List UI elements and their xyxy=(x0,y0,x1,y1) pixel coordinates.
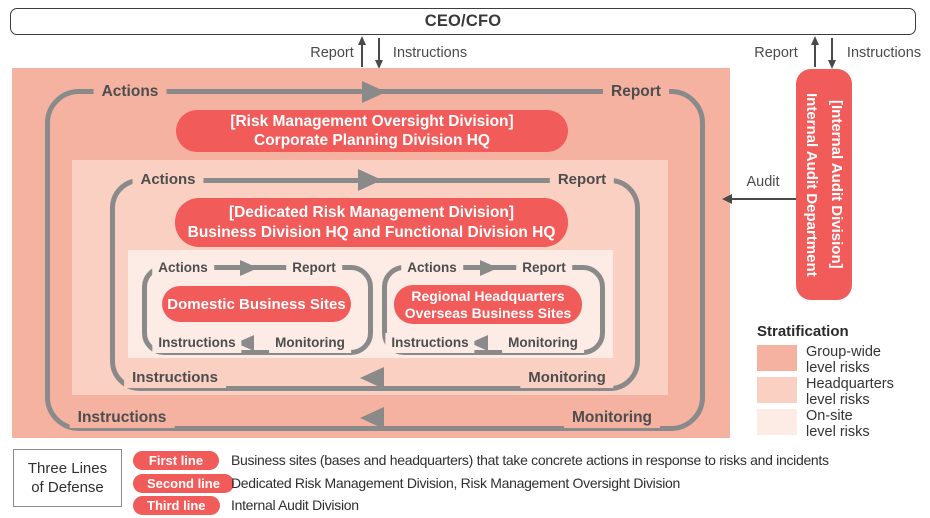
legend-title: Stratification xyxy=(757,323,849,340)
dedicated-line2: Business Division HQ and Functional Divi… xyxy=(187,223,556,241)
domestic-instructions-label: Instructions xyxy=(152,333,242,353)
second-line-badge: Second line xyxy=(133,474,234,493)
oversight-line2: Corporate Planning Division HQ xyxy=(254,132,490,149)
regional-actions-label: Actions xyxy=(401,258,463,278)
hq-monitoring-arrowhead-icon xyxy=(360,367,384,389)
domestic-business-sites-box: Domestic Business Sites xyxy=(162,286,351,322)
domestic-actions-label: Actions xyxy=(152,258,214,278)
legend-swatch-on-site xyxy=(757,409,797,435)
legend-hq-line1: Headquarters xyxy=(806,376,894,392)
audit-arrowhead-icon xyxy=(722,193,732,204)
regional-actions-arrowhead-icon xyxy=(480,260,498,276)
regional-line1: Regional Headquarters xyxy=(411,287,565,304)
instructions-down-arrow-line-right xyxy=(831,38,833,62)
group-report-label: Report xyxy=(603,82,669,102)
third-line-text: Internal Audit Division xyxy=(231,497,359,513)
report-label-right: Report xyxy=(754,45,798,61)
legend-swatch-headquarters xyxy=(757,377,797,403)
report-up-arrowhead-icon-right xyxy=(811,36,819,45)
domestic-report-label: Report xyxy=(286,258,342,278)
instructions-down-arrowhead-icon-right xyxy=(828,60,836,69)
legend-item-group-wide: Group-wide level risks xyxy=(757,344,881,376)
group-monitoring-label: Monitoring xyxy=(563,408,661,428)
group-actions-arrowhead-icon xyxy=(362,81,386,103)
three-lines-of-defense-box: Three Lines of Defense xyxy=(13,449,122,507)
group-monitoring-arrowhead-icon xyxy=(360,407,384,429)
dedicated-risk-division-box: [Dedicated Risk Management Division] Bus… xyxy=(175,198,568,247)
three-lines-title: Three Lines of Defense xyxy=(27,460,108,496)
internal-audit-line1: [Internal Audit Division] xyxy=(828,100,845,269)
audit-arrow-line xyxy=(731,198,796,200)
domestic-monitoring-label: Monitoring xyxy=(269,333,351,353)
legend-site-line2: level risks xyxy=(806,423,870,440)
legend-group-line2: level risks xyxy=(806,359,870,376)
regional-overseas-sites-box: Regional Headquarters Overseas Business … xyxy=(394,285,582,324)
instructions-down-arrow-line xyxy=(378,38,380,62)
regional-instructions-label: Instructions xyxy=(385,333,475,353)
legend-item-headquarters: Headquarters level risks xyxy=(757,376,894,408)
first-line-badge: First line xyxy=(133,451,219,470)
report-up-arrow-line-right xyxy=(814,40,816,67)
third-line-badge: Third line xyxy=(133,496,220,515)
hq-report-label: Report xyxy=(549,170,615,190)
regional-monitoring-label: Monitoring xyxy=(502,333,584,353)
instructions-down-arrowhead-icon xyxy=(375,60,383,69)
hq-instructions-label: Instructions xyxy=(124,368,226,388)
regional-report-label: Report xyxy=(516,258,572,278)
risk-oversight-division-box: [Risk Management Oversight Division] Cor… xyxy=(176,110,568,152)
first-line-text: Business sites (bases and headquarters) … xyxy=(231,452,829,468)
legend-hq-line2: level risks xyxy=(806,391,870,408)
report-label-left: Report xyxy=(310,45,354,61)
report-up-arrowhead-icon xyxy=(358,36,366,45)
legend-swatch-group-wide xyxy=(757,345,797,371)
instructions-label-left: Instructions xyxy=(392,45,468,61)
domestic-actions-arrowhead-icon xyxy=(240,260,258,276)
hq-actions-label: Actions xyxy=(132,170,204,190)
instructions-label-right: Instructions xyxy=(846,45,922,61)
hq-monitoring-label: Monitoring xyxy=(520,368,614,388)
legend-item-on-site: On-site level risks xyxy=(757,408,870,440)
group-instructions-label: Instructions xyxy=(69,408,175,428)
internal-audit-division-box: [Internal Audit Division] Internal Audit… xyxy=(796,69,852,300)
ceo-cfo-label: CEO/CFO xyxy=(424,12,502,30)
group-actions-label: Actions xyxy=(93,82,167,102)
regional-line2: Overseas Business Sites xyxy=(404,304,572,321)
legend-group-line1: Group-wide xyxy=(806,344,881,360)
hq-actions-arrowhead-icon xyxy=(358,169,382,191)
report-up-arrow-line xyxy=(361,40,363,67)
dedicated-line1: [Dedicated Risk Management Division] xyxy=(228,203,515,221)
legend-site-line1: On-site xyxy=(806,408,853,424)
domestic-line1: Domestic Business Sites xyxy=(167,295,346,313)
audit-label: Audit xyxy=(746,174,780,190)
oversight-line1: [Risk Management Oversight Division] xyxy=(230,113,514,130)
internal-audit-line2: Internal Audit Department xyxy=(803,92,820,277)
second-line-text: Dedicated Risk Management Division, Risk… xyxy=(231,475,680,491)
ceo-cfo-box: CEO/CFO xyxy=(10,8,916,35)
